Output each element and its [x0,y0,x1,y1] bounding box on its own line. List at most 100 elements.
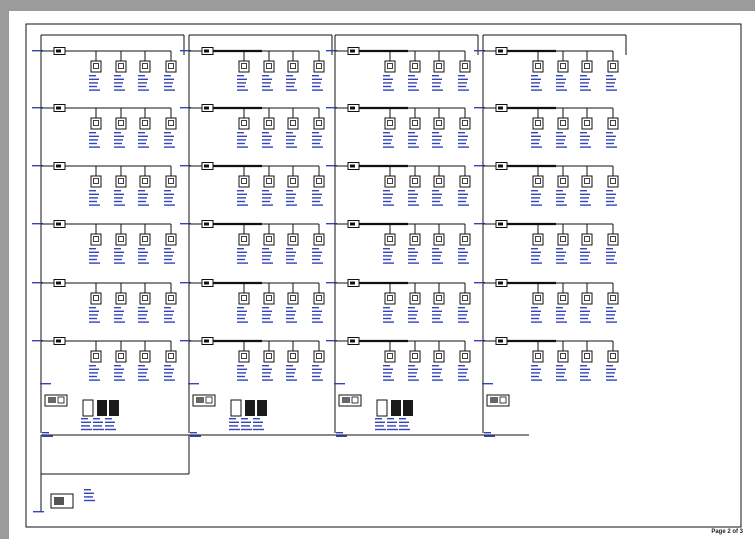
distributor-mark [204,281,209,285]
unit-label [432,89,443,91]
unit-label [432,85,440,88]
power-supply-label [93,418,100,420]
monitor-unit [263,117,275,130]
unit-label [580,204,591,206]
unit-label [164,200,172,203]
unit-label [408,365,415,367]
unit-label [556,132,563,134]
power-supply-label [375,421,385,423]
unit-label [138,307,145,309]
unit-label [606,365,613,367]
unit-label [556,248,563,250]
unit-label [531,204,542,206]
unit-label [262,251,272,253]
power-supply-label [253,418,260,420]
unit-label [114,135,124,137]
unit-label [408,82,417,84]
monitor-unit [557,292,569,305]
monitor-screen [241,353,247,359]
unit-label [262,255,271,257]
floor-label [474,107,485,109]
unit-label [383,142,391,145]
unit-label [408,193,418,195]
unit-label [432,379,443,381]
unit-label [262,190,269,192]
unit-label [89,190,96,192]
unit-label [114,317,122,320]
unit-label [89,89,100,91]
unit-label [237,321,248,323]
unit-label [580,307,587,309]
monitor-unit [384,175,396,188]
unit-label [237,82,246,84]
monitor-screen [266,120,272,126]
monitor-unit [607,350,619,363]
unit-label [138,78,148,80]
unit-label [114,310,124,312]
unit-label [556,204,567,206]
unit-label [458,365,465,367]
unit-label [531,262,542,264]
monitor-screen [462,120,468,126]
distributor-mark [56,281,61,285]
power-supply-label [253,425,262,427]
unit-label [237,251,247,253]
unit-label [286,258,294,261]
unit-label [531,317,539,320]
unit-label [286,379,297,381]
distributor-mark [498,339,503,343]
unit-label [556,310,566,312]
unit-label [312,258,320,261]
monitor-screen [93,120,99,126]
monitor-screen [93,353,99,359]
unit-label [432,368,442,370]
monitor-unit [139,292,151,305]
monitor-unit [459,117,471,130]
unit-label [286,251,296,253]
unit-label [531,190,538,192]
monitor-screen [118,63,124,69]
unit-label [164,251,174,253]
unit-label [89,375,97,378]
monitor-screen [241,63,247,69]
unit-label [89,197,98,199]
unit-label [164,142,172,145]
unit-label [556,82,565,84]
monitor-unit [607,233,619,246]
power-supply-label [387,428,398,431]
monitor-screen [290,178,296,184]
unit-label [408,200,416,203]
monitor-screen [560,353,566,359]
monitor-screen [241,178,247,184]
unit-label [262,204,273,206]
unit-label [237,314,246,316]
monitor-screen [610,353,616,359]
unit-label [164,310,174,312]
unit-label [164,85,172,88]
unit-label [237,89,248,91]
unit-label [114,89,125,91]
unit-label [164,75,171,77]
monitor-screen [93,295,99,301]
unit-label [580,379,591,381]
power-supply [109,400,119,416]
unit-label [580,190,587,192]
unit-label [237,372,246,374]
unit-label [164,135,174,137]
monitor-unit [115,350,127,363]
monitor-unit [459,60,471,73]
unit-label [262,314,271,316]
unit-label [138,368,148,370]
unit-label [432,82,441,84]
unit-label [383,251,393,253]
unit-label [286,197,295,199]
unit-label [531,85,539,88]
unit-label [164,146,175,148]
unit-label [383,85,391,88]
unit-label [312,135,322,137]
unit-label [262,310,272,312]
floor-label [474,223,485,225]
unit-label [286,200,294,203]
monitor-screen [168,353,174,359]
monitor-screen [584,120,590,126]
